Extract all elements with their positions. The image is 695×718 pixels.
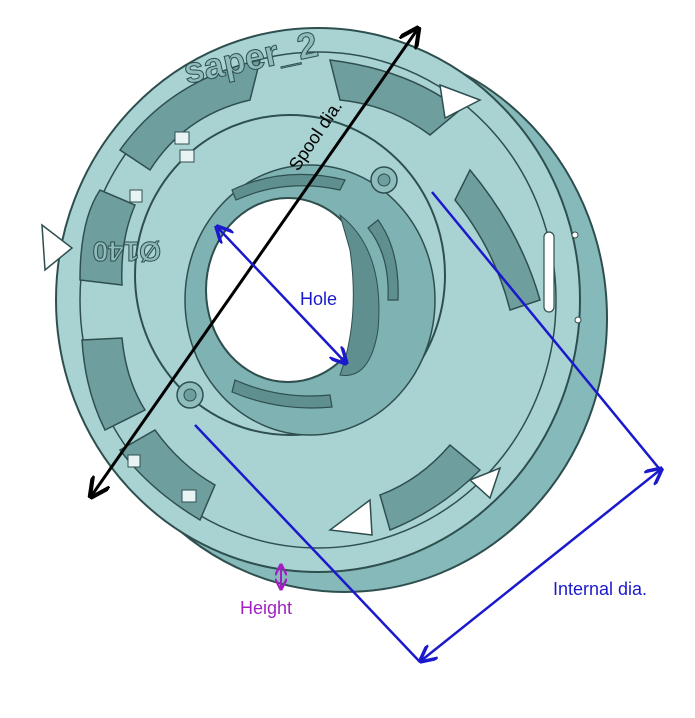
height-label: Height xyxy=(240,598,292,618)
rim-pin-bottom xyxy=(574,316,582,324)
internal-ext-upper xyxy=(431,191,663,473)
internal-dia-arrow xyxy=(422,470,660,660)
internal-ext-lower xyxy=(194,424,421,663)
hole-arrow xyxy=(218,228,345,362)
rim-pin-top xyxy=(571,231,579,239)
internal-dia-label: Internal dia. xyxy=(553,579,647,599)
hole-label: Hole xyxy=(300,289,337,309)
rim-slot xyxy=(543,231,555,313)
engraving-side: Ø140 xyxy=(93,236,162,267)
